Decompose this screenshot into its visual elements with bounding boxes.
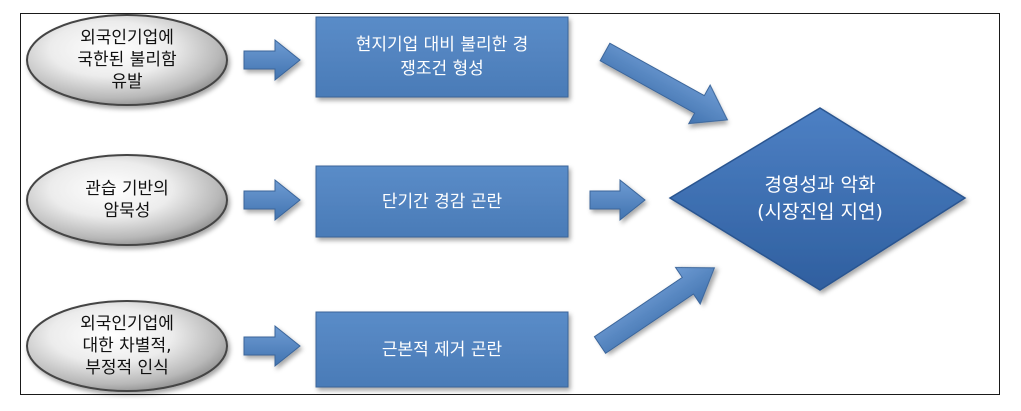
arrow-effect-1 (599, 42, 729, 125)
cause-label-1: 외국인기업에 국한된 불리함 유발 (77, 28, 177, 92)
arrow-cause-1 (243, 38, 301, 82)
effect-label-3: 근본적 제거 곤란 (381, 339, 503, 360)
arrow-cause-3 (243, 324, 301, 368)
cause-oval-3 (26, 300, 228, 392)
outcome-diamond (668, 107, 967, 291)
cause-label-3: 외국인기업에 대한 차별적, 부정적 인식 (80, 314, 174, 378)
cause-oval-2 (26, 154, 228, 246)
effect-label-1: 현지기업 대비 불리한 경 쟁조건 형성 (355, 35, 529, 79)
outcome-label: 경영성과 악화 (시장진입 지연) (757, 174, 883, 223)
effect-box-3 (315, 311, 569, 388)
effect-box-2 (315, 165, 569, 238)
arrow-effect-2 (589, 178, 646, 222)
cause-oval-1 (26, 14, 228, 106)
effect-box-1 (315, 16, 569, 98)
diagram-frame (20, 13, 1000, 395)
cause-label-2: 관습 기반의 암묵성 (85, 179, 169, 221)
arrow-cause-2 (243, 178, 301, 222)
effect-label-2: 단기간 경감 곤란 (381, 191, 503, 212)
arrow-effect-3 (593, 266, 716, 354)
